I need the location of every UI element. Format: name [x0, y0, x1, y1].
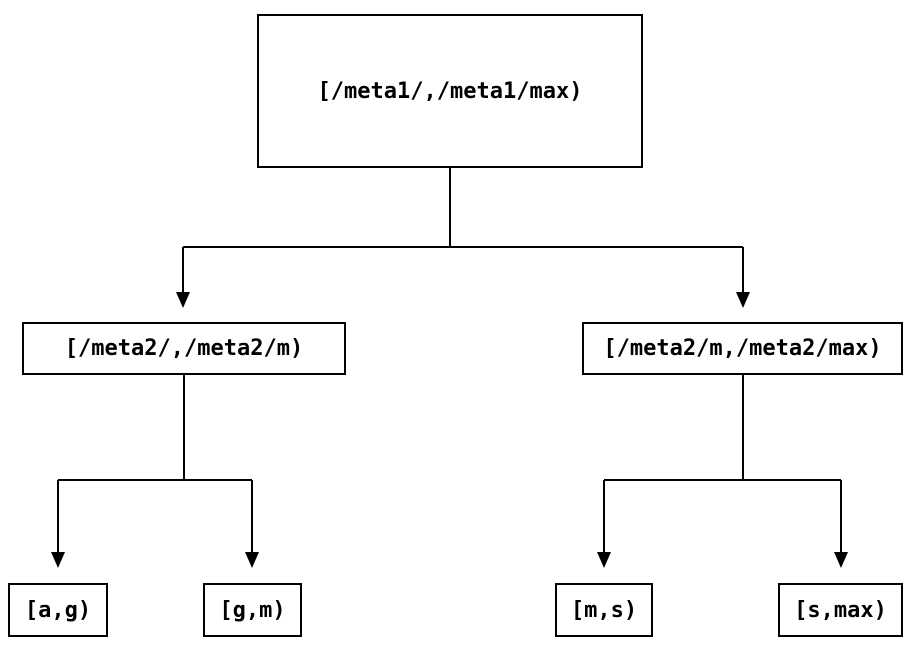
arrowhead-meta2-high	[736, 292, 750, 308]
arrowhead-leaf-ag	[51, 552, 65, 568]
arrowhead-leaf-gm	[245, 552, 259, 568]
node-leaf-ag: [a,g)	[8, 583, 108, 637]
node-leaf-gm: [g,m)	[203, 583, 302, 637]
arrowhead-meta2-low	[176, 292, 190, 308]
node-meta2-low-range: [/meta2/,/meta2/m)	[22, 322, 346, 375]
node-root-meta1-range: [/meta1/,/meta1/max)	[257, 14, 643, 168]
arrowhead-leaf-ms	[597, 552, 611, 568]
node-leaf-smax: [s,max)	[778, 583, 903, 637]
node-leaf-ms: [m,s)	[555, 583, 653, 637]
node-meta2-high-range: [/meta2/m,/meta2/max)	[582, 322, 903, 375]
arrowhead-leaf-smax	[834, 552, 848, 568]
